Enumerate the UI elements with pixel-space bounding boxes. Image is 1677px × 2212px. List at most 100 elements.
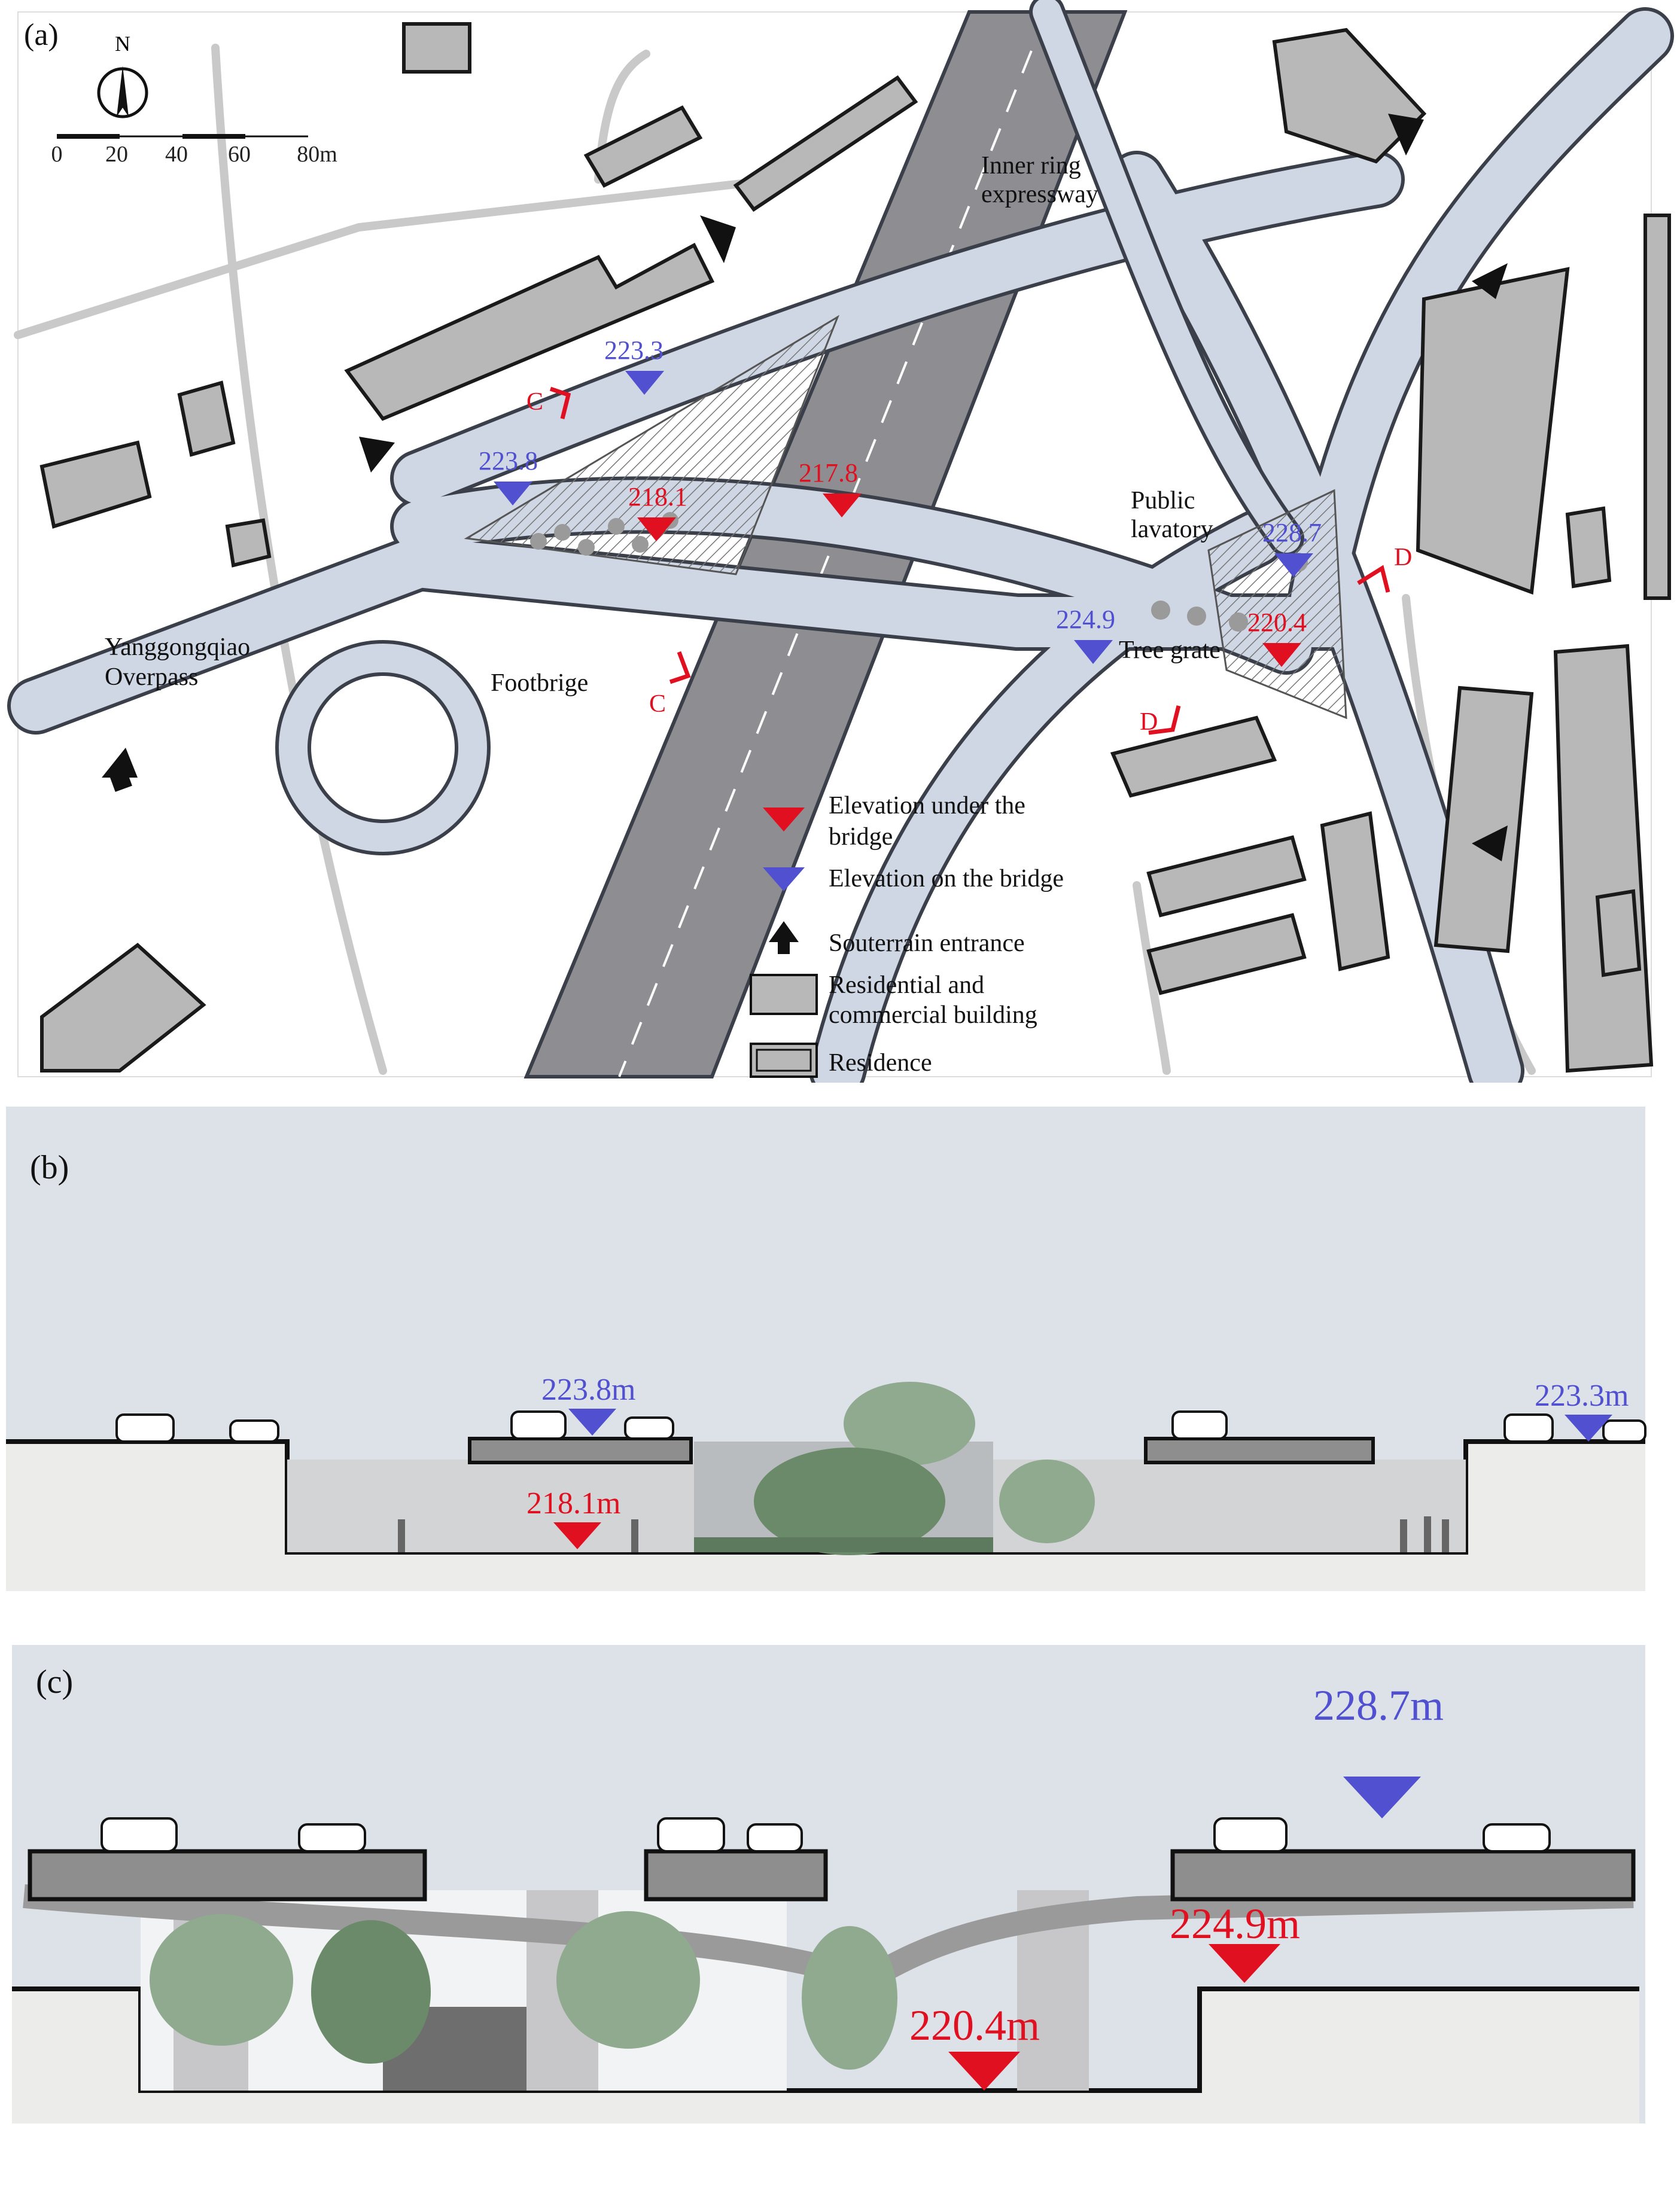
car xyxy=(1483,1823,1551,1853)
souterrain-arrow-icon xyxy=(1472,263,1508,299)
car xyxy=(510,1410,567,1440)
section-c-panel: (c) 228.7m 224.9m 220.4m xyxy=(12,1645,1645,2123)
commercial-building xyxy=(1595,889,1642,977)
bridge-deck xyxy=(1144,1437,1375,1464)
elevation-on-bridge-value: 224.9 xyxy=(1056,605,1115,634)
ground-section xyxy=(12,1989,1639,2123)
legend-commercial-line2: commercial building xyxy=(829,1001,1037,1029)
under-bridge-plaza-west xyxy=(464,315,840,575)
tree xyxy=(754,1448,945,1555)
tree-grate-dot xyxy=(1151,601,1170,620)
person xyxy=(398,1519,405,1552)
elevation-on-bridge-marker xyxy=(1565,1415,1612,1442)
residence xyxy=(1110,715,1277,798)
bridge-deck xyxy=(644,1849,828,1902)
section-letter-d1: D xyxy=(1394,544,1412,571)
commercial-building xyxy=(1643,214,1671,600)
elevation-on-bridge-marker xyxy=(625,371,664,395)
legend-residence-label: Residence xyxy=(829,1049,932,1077)
residence xyxy=(1146,913,1307,995)
footbridge-label: Footbrige xyxy=(491,669,588,697)
person xyxy=(1424,1516,1431,1552)
elevation-on-bridge-value: 223.8 xyxy=(479,446,538,476)
residence xyxy=(225,518,272,568)
commercial-building xyxy=(733,75,918,212)
plan-map-panel: N 0 20 40 60 80m (a) Inner ring expressw… xyxy=(7,0,1674,1083)
legend-under-bridge-line1: Elevation under the xyxy=(829,792,1025,819)
elevation-under-bridge-value: 217.8 xyxy=(799,458,858,488)
commercial-building xyxy=(583,105,703,188)
tree xyxy=(311,1920,431,2064)
commercial-building xyxy=(402,22,471,74)
elevation-on-bridge-value: 223.8m xyxy=(541,1373,635,1407)
commercial-building xyxy=(39,440,152,529)
commercial-building xyxy=(40,943,206,1073)
lavatory-label-line1: Public xyxy=(1131,487,1195,514)
elevation-under-bridge-marker xyxy=(1262,643,1301,667)
elevation-on-bridge-marker xyxy=(1074,640,1113,664)
car xyxy=(101,1817,178,1853)
legend-under-bridge-icon xyxy=(763,808,805,831)
residence xyxy=(1320,811,1390,971)
tree xyxy=(802,1926,897,2070)
compass-letter: N xyxy=(115,32,130,56)
section-marker-d-south xyxy=(1148,705,1181,735)
commercial-building xyxy=(344,242,715,421)
person xyxy=(631,1519,638,1552)
section-marker-c-south xyxy=(669,651,691,684)
elevation-under-bridge-value: 224.9m xyxy=(1170,1900,1300,1948)
elevation-on-bridge-value: 223.3m xyxy=(1535,1379,1629,1413)
car xyxy=(747,1823,803,1853)
souterrain-arrow-icon xyxy=(102,748,138,778)
elevation-on-bridge-value: 223.3 xyxy=(604,336,664,365)
section-letter-d2: D xyxy=(1140,708,1158,736)
elevation-under-bridge-value: 220.4 xyxy=(1247,608,1307,637)
legend-commercial-line1: Residential and xyxy=(829,971,984,999)
elevation-under-bridge-marker xyxy=(948,2052,1020,2091)
car xyxy=(1503,1413,1554,1443)
scale-label-20: 20 xyxy=(105,142,128,167)
expressway-label-line2: expressway xyxy=(981,181,1098,208)
car xyxy=(624,1416,674,1440)
tree xyxy=(150,1914,293,2046)
tree xyxy=(556,1911,700,2049)
elevation-under-bridge-marker xyxy=(823,493,862,517)
bridge-deck xyxy=(468,1437,693,1464)
bridge-deck xyxy=(28,1849,427,1902)
elevation-under-bridge-value: 218.1m xyxy=(526,1486,620,1521)
overpass-label-line2: Overpass xyxy=(105,663,198,691)
elevation-under-bridge-marker xyxy=(637,517,676,541)
under-bridge-plaza-east xyxy=(1207,489,1347,720)
elevation-on-bridge-marker xyxy=(1274,553,1313,577)
section-letter-c2: C xyxy=(649,690,666,718)
tree-grate-label: Tree grate xyxy=(1119,636,1221,664)
souterrain-arrow-icon xyxy=(1472,825,1508,861)
section-marker-d-east xyxy=(1357,565,1390,593)
legend-souterrain-icon xyxy=(769,921,799,954)
section-b-panel: (b) 223.8m 223.3m 218.1m xyxy=(6,1107,1646,1591)
souterrain-arrow-icon xyxy=(1388,114,1424,156)
tree xyxy=(844,1382,975,1465)
elevation-on-bridge-value: 228.7 xyxy=(1262,518,1322,547)
tree xyxy=(999,1460,1095,1543)
legend-residence-swatch xyxy=(750,1043,818,1078)
bridge-deck xyxy=(1170,1849,1636,1902)
residence xyxy=(177,380,236,457)
car xyxy=(1213,1817,1288,1853)
tree-dot xyxy=(530,533,547,550)
section-letter-c1: C xyxy=(526,388,543,416)
elevation-under-bridge-marker xyxy=(1209,1944,1280,1983)
legend-souterrain-label: Souterrain entrance xyxy=(829,930,1025,957)
elevation-under-bridge-marker xyxy=(553,1522,601,1549)
overpass-label-line1: Yanggongqiao xyxy=(105,633,250,661)
lavatory-label-line2: lavatory xyxy=(1131,516,1213,543)
elevation-under-bridge-value: 220.4m xyxy=(909,2001,1040,2049)
car xyxy=(1602,1419,1646,1443)
car xyxy=(229,1419,279,1443)
bridge-underside xyxy=(23,1884,1634,1994)
legend: Elevation under the bridge Elevation on … xyxy=(750,792,1064,1078)
scale-label-0: 0 xyxy=(51,142,63,167)
elevation-under-bridge-value: 218.1 xyxy=(628,482,687,511)
legend-under-bridge-line2: bridge xyxy=(829,823,893,851)
scale-label-60: 60 xyxy=(228,142,251,167)
